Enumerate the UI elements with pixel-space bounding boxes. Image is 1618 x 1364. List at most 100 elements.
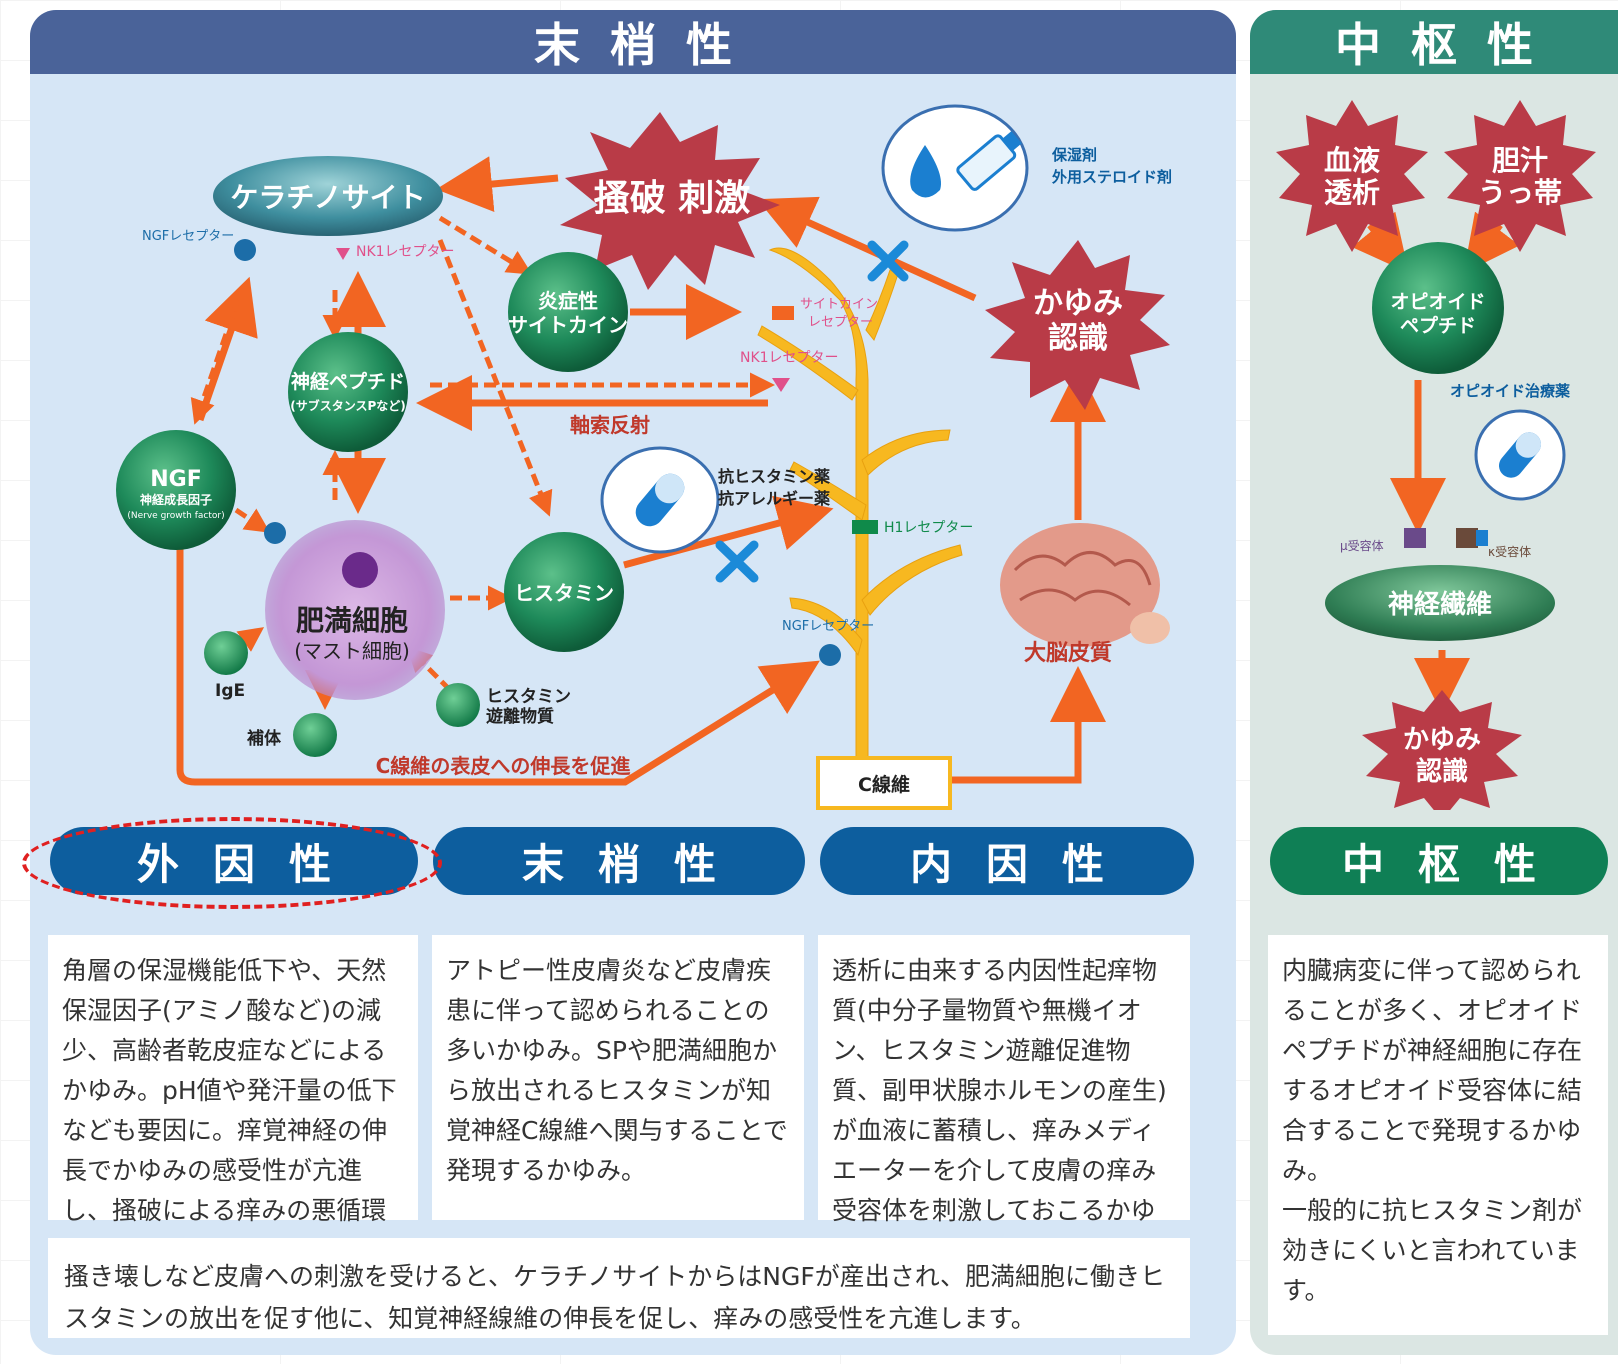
bottom-note: 搔き壊しなど皮膚への刺激を受けると、ケラチノサイトからはNGFが産出され、肥満細…	[48, 1238, 1190, 1338]
desc-peripheral: アトピー性皮膚炎など皮膚疾患に伴って認められることの多いかゆみ。SPや肥満細胞か…	[432, 935, 804, 1220]
exogenous-highlight-oval	[22, 817, 442, 909]
arrow-ngf-extension	[176, 530, 820, 786]
cytokine-label-1: 炎症性	[538, 289, 598, 313]
arrow-ngf-to-mast	[234, 507, 271, 533]
scratch-stimulus-label: 搔破 刺激	[594, 178, 751, 219]
nerve-fiber	[1325, 565, 1555, 641]
ngf-receptor-bottom-label: NGFレセプター	[782, 619, 874, 634]
hemodialysis-label-1: 血液	[1324, 144, 1380, 177]
arrow-ngf-down	[190, 299, 241, 425]
peripheral-header: 末梢性	[30, 10, 1236, 74]
c-fiber-label: C線維	[858, 773, 910, 796]
central-itch-label-1: かゆみ	[1403, 725, 1481, 755]
mast-cell	[265, 520, 445, 700]
cholestasis-label-2: うっ帯	[1478, 176, 1562, 209]
nk1-receptor-icon-top	[336, 248, 350, 260]
c-fiber-nerve	[757, 247, 963, 761]
steroid-label: 外用ステロイド剤	[1051, 168, 1172, 186]
c-fiber-extension-label: C線維の表皮への伸長を促進	[376, 754, 631, 778]
mast-cell-label-2: (マスト細胞)	[294, 639, 410, 663]
central-diagram: 血液 透析 胆汁 うっ帯 オピオイド ペプチド オピオイド治療薬 μ受容体 κ受…	[1276, 100, 1596, 810]
cerebral-cortex-label: 大脳皮質	[1024, 640, 1112, 666]
mast-cell-label-1: 肥満細胞	[296, 604, 408, 637]
c-fiber-box	[816, 756, 952, 810]
itch-perception-label-1: かゆみ	[1033, 286, 1123, 321]
pill-central: 中枢性	[1270, 827, 1608, 895]
desc-endogenous: 透析に由来する内因性起痒物質(中分子量物質や無機イオン、ヒスタミン遊離促進物質、…	[818, 935, 1190, 1265]
desc-exogenous: 角層の保湿機能低下や、天然保湿因子(アミノ酸など)の減少、高齢者乾皮症などによる…	[48, 935, 418, 1265]
keratinocyte-label: ケラチノサイト	[230, 181, 425, 214]
cytokine-label-2: サイトカイン	[508, 313, 628, 337]
h1-receptor-icon	[852, 520, 878, 534]
central-itch-label-2: 認識	[1416, 756, 1468, 787]
histamine-releaser-ball	[436, 683, 480, 727]
arrow-kera-to-histamine	[437, 239, 553, 517]
hemodialysis-burst	[1276, 100, 1428, 252]
ngf-label-2: 神経成長因子	[140, 492, 212, 507]
block-x-icon-histamine	[715, 540, 759, 583]
ngf-receptor-top-label: NGFレセプター	[142, 229, 234, 244]
peripheral-diagram: ケラチノサイト 搔破 刺激 かゆみ 認識 保湿剤 外用ステロイド剤 NGFレセプ…	[116, 104, 1172, 810]
histamine-releaser-label-1: ヒスタミン	[486, 687, 571, 707]
arrow-histamine-to-h1	[623, 495, 834, 569]
pill-endogenous: 内因性	[820, 827, 1194, 895]
capsule-icon	[635, 473, 685, 527]
nerve-fiber-label: 神経繊維	[1388, 589, 1492, 620]
arrow-scratch-to-keratinocyte	[436, 156, 559, 213]
ointment-tube-icon	[956, 131, 1022, 191]
ige-ball	[204, 631, 248, 675]
arrow-dialysis-to-opioid	[1351, 211, 1409, 273]
opioid-peptide-label-2: ペプチド	[1400, 314, 1476, 337]
opioid-peptide-sphere	[1372, 242, 1504, 374]
cholestasis-burst	[1444, 100, 1596, 252]
ngf-receptor-icon-top	[234, 239, 256, 261]
ngf-sphere	[116, 430, 236, 550]
central-header: 中枢性	[1250, 10, 1618, 74]
opioid-peptide-label-1: オピオイド	[1390, 291, 1485, 313]
nk1-receptor-top-label: NK1レセプター	[356, 244, 455, 260]
nk1-receptor-icon-mid	[772, 378, 790, 392]
receptor-icon	[1404, 528, 1488, 548]
block-x-icon	[867, 240, 909, 282]
neuropeptide-label-1: 神経ペプチド	[291, 370, 405, 393]
antihistamine-label-1: 抗ヒスタミン薬	[718, 467, 831, 486]
capsule-icon-central	[1499, 432, 1541, 478]
histamine-sphere	[504, 532, 624, 652]
kappa-receptor-label: κ受容体	[1488, 544, 1531, 559]
ngf-label-3: (Nerve growth factor)	[127, 511, 224, 521]
ngf-receptor-icon-bottom	[819, 644, 841, 666]
histamine-label: ヒスタミン	[514, 581, 614, 605]
mast-cell-nucleus	[342, 552, 378, 588]
ige-label: IgE	[215, 681, 245, 701]
axon-reflex-label: 軸索反射	[570, 413, 650, 437]
water-drop-icon	[910, 145, 941, 198]
ngf-receptor-icon-mast	[264, 522, 286, 544]
itch-perception-label-2: 認識	[1048, 321, 1108, 356]
keratinocyte-cell	[213, 156, 443, 236]
central-panel: 中枢性 血液 透析 胆汁 う	[1250, 10, 1618, 1355]
arrow-cfiber-to-cortex	[950, 666, 1106, 784]
nk1-receptor-mid-label: NK1レセプター	[740, 350, 839, 366]
neuropeptide-label-2: (サブスタンスPなど)	[290, 398, 406, 413]
ngf-label-1: NGF	[150, 467, 202, 492]
complement-ball	[293, 713, 337, 757]
cholestasis-label-1: 胆汁	[1492, 144, 1548, 177]
desc-central: 内臓病変に伴って認められることが多く、オピオイドペプチドが神経細胞に存在するオピ…	[1268, 935, 1608, 1335]
inflammatory-cytokine-sphere	[508, 252, 628, 372]
neuropeptide-sphere	[288, 332, 408, 452]
hemodialysis-label-2: 透析	[1324, 176, 1380, 209]
histamine-releaser-label-2: 遊離物質	[486, 706, 554, 727]
brain-icon	[1000, 523, 1170, 647]
peripheral-panel: 末梢性	[30, 10, 1236, 1355]
cytokine-receptor-icon	[772, 306, 794, 320]
h1-receptor-label: H1レセプター	[884, 520, 973, 536]
itch-perception-burst	[985, 240, 1170, 410]
pill-peripheral: 末梢性	[433, 827, 805, 895]
central-itch-burst	[1362, 690, 1522, 810]
cytokine-receptor-label-1: サイトカイン	[800, 297, 878, 312]
cytokine-receptor-label-2: レセプター	[808, 315, 873, 330]
complement-label: 補体	[246, 728, 282, 749]
arrow-ngf-up	[196, 276, 258, 422]
mu-receptor-label: μ受容体	[1340, 538, 1384, 553]
antihistamine-label-2: 抗アレルギー薬	[718, 489, 831, 508]
